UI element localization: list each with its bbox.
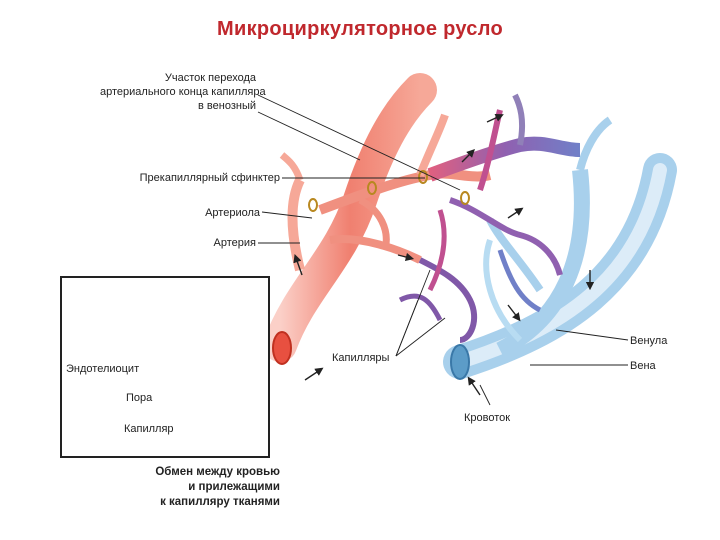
artery-vessel [273, 90, 420, 364]
sphincter-label: Прекапиллярный сфинктер [100, 171, 280, 185]
transition-label-line1: Участок перехода [100, 71, 256, 85]
endothelium-label: Эндотелиоцит [66, 362, 139, 376]
inset-caption: Обмен между кровью и прилежащими к капил… [110, 465, 280, 510]
vein-label: Вена [630, 359, 656, 373]
transition-label: Участок перехода артериального конца кап… [100, 71, 256, 113]
artery-label: Артерия [150, 236, 256, 250]
capillaries-label: Капилляры [332, 351, 389, 365]
transition-label-line3: в венозный [100, 99, 256, 113]
pore-label: Пора [126, 391, 152, 405]
venule-label: Венула [630, 334, 667, 348]
capillary-label: Капилляр [124, 422, 174, 436]
blood-flow-label: Кровоток [464, 411, 510, 425]
transition-label-line2: артериального конца капилляра [100, 85, 256, 99]
vein-vessel [451, 170, 660, 379]
caption-line2: и прилежащими [110, 480, 280, 495]
arteriole-label: Артериола [150, 206, 260, 220]
caption-line1: Обмен между кровью [110, 465, 280, 480]
caption-line3: к капилляру тканями [110, 495, 280, 510]
